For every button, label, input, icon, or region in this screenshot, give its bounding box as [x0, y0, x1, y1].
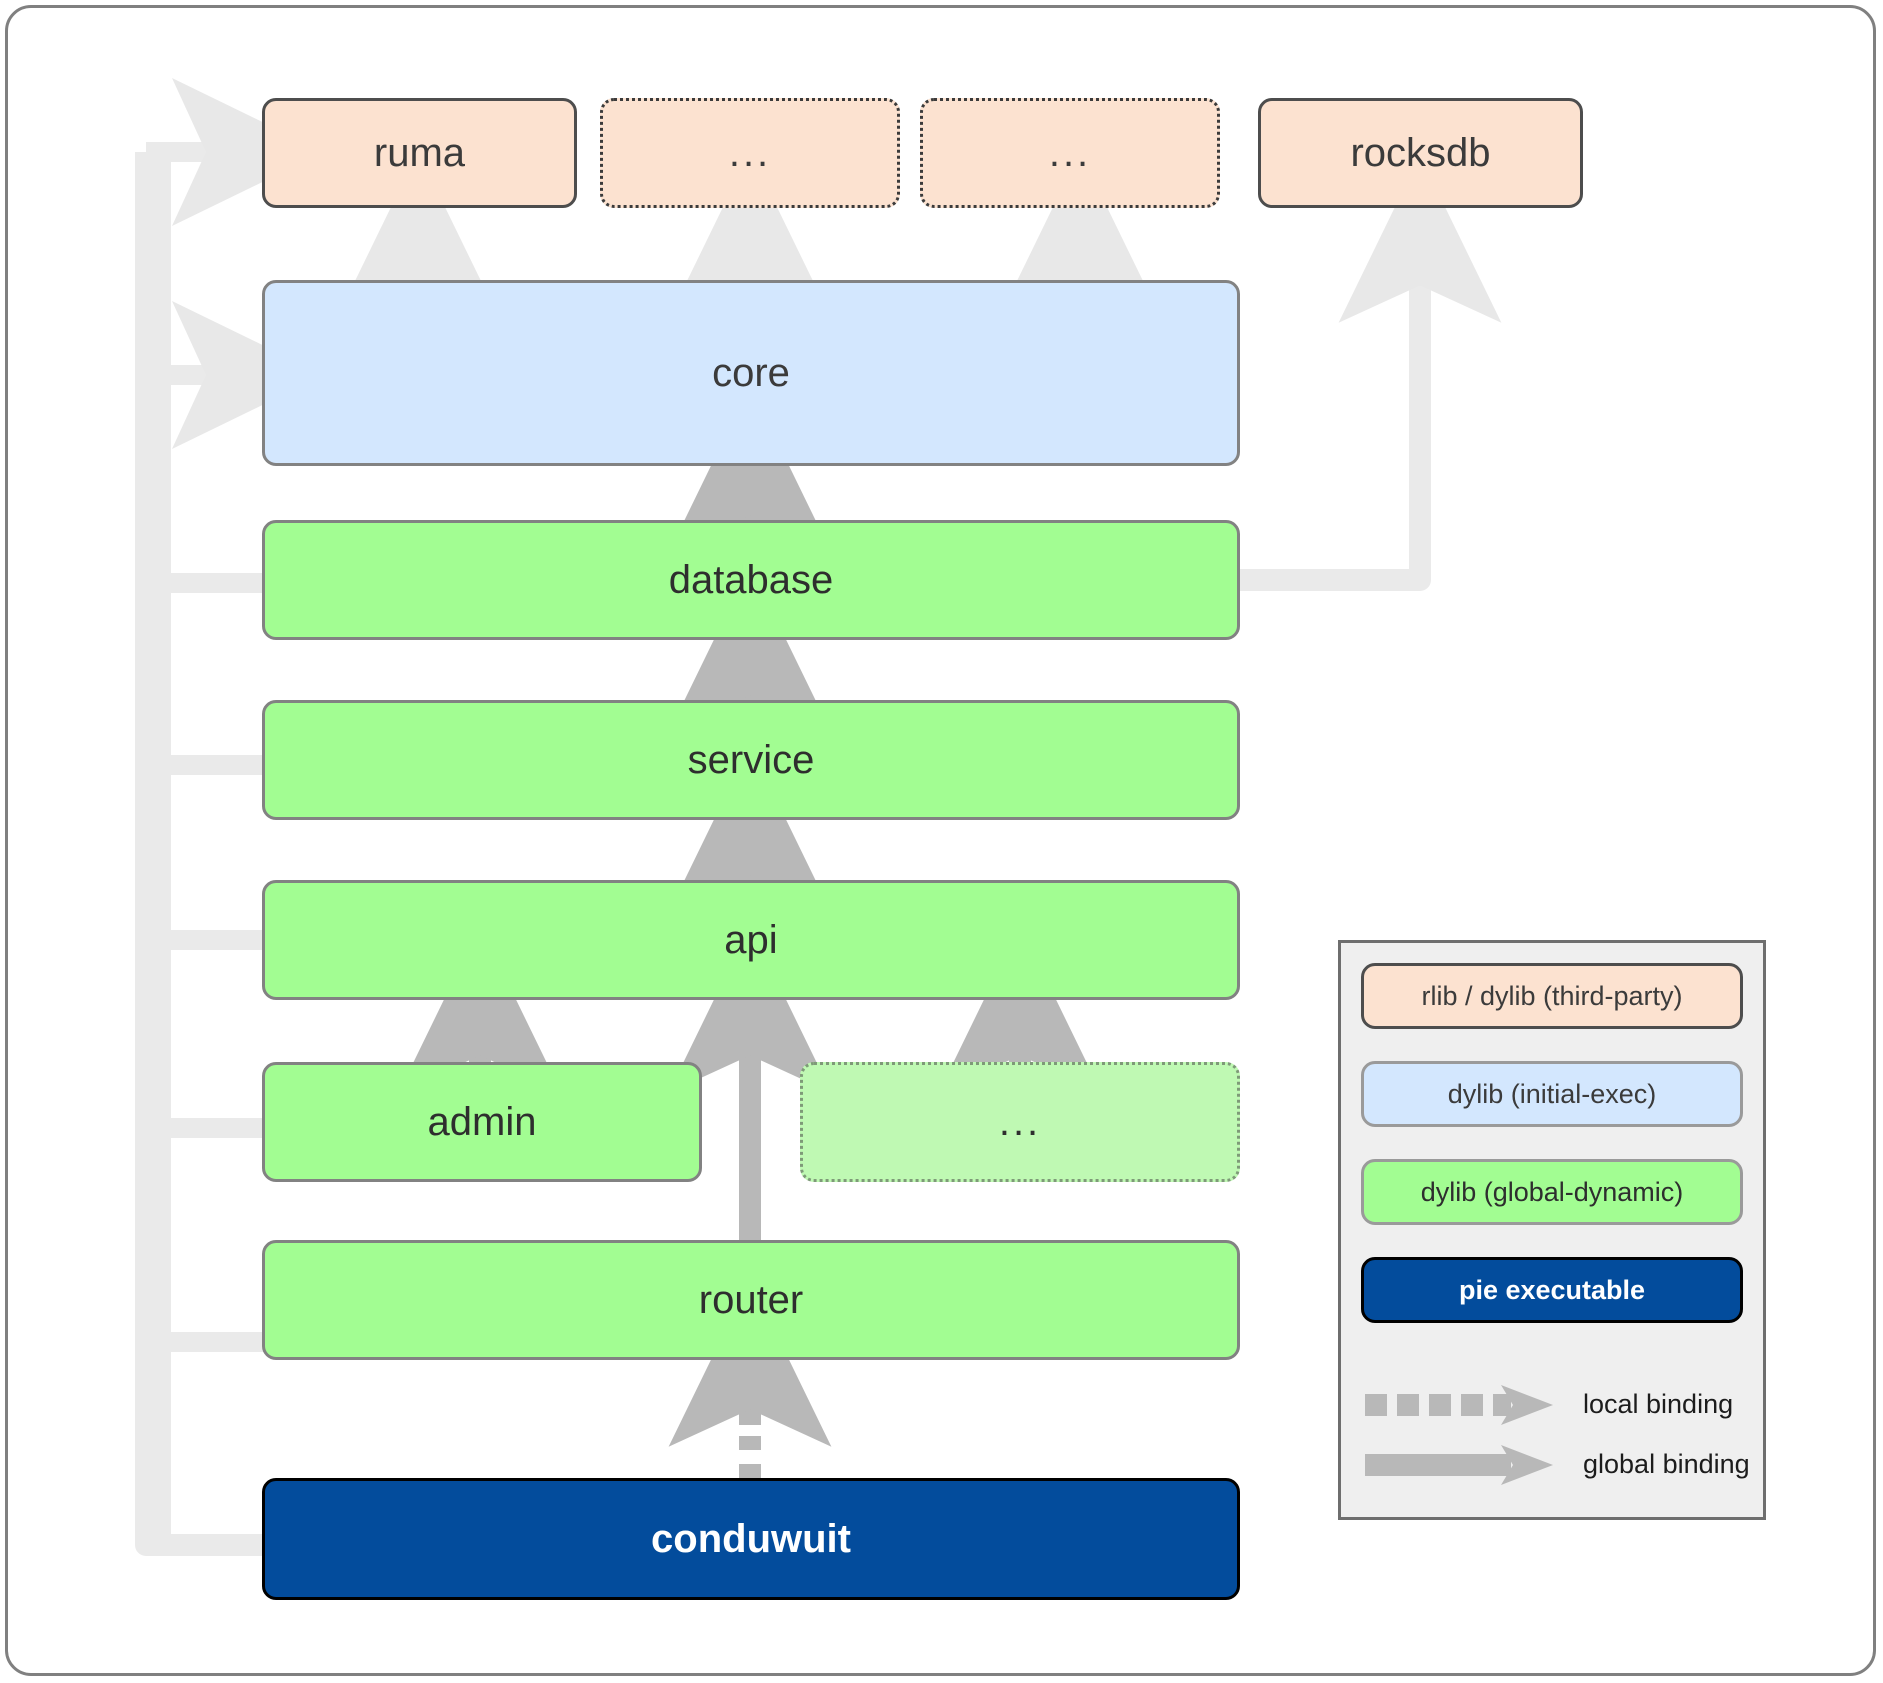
- node-database[interactable]: database: [262, 520, 1240, 640]
- node-thirdparty-ellipsis-1[interactable]: ...: [600, 98, 900, 208]
- legend-swatch-global-dynamic-label: dylib (global-dynamic): [1420, 1176, 1684, 1207]
- legend-row-global-binding: global binding: [1361, 1435, 1751, 1495]
- node-api-ellipsis[interactable]: ...: [800, 1062, 1240, 1182]
- local-binding-branches: [160, 573, 265, 1352]
- core-to-thirdparty-arrows: [336, 151, 1162, 319]
- legend-local-binding-label: local binding: [1583, 1389, 1734, 1419]
- node-service-label: service: [687, 738, 815, 782]
- node-service[interactable]: service: [262, 700, 1240, 820]
- legend-swatch-third-party-label: rlib / dylib (third-party): [1421, 980, 1683, 1011]
- local-binding-arrowheads: [146, 78, 324, 449]
- node-database-label: database: [668, 558, 834, 602]
- legend-swatch-global-dynamic: dylib (global-dynamic): [1361, 1159, 1743, 1225]
- node-api-label: api: [724, 918, 778, 962]
- node-router-label: router: [698, 1278, 804, 1322]
- arrow-database-to-rocksdb: [1240, 155, 1502, 591]
- node-conduwuit[interactable]: conduwuit: [262, 1478, 1240, 1600]
- node-thirdparty-ellipsis-2[interactable]: ...: [920, 98, 1220, 208]
- legend-swatch-initial-exec-label: dylib (initial-exec): [1447, 1078, 1657, 1109]
- node-api-ellipsis-label: ...: [998, 1100, 1042, 1144]
- legend-swatch-initial-exec: dylib (initial-exec): [1361, 1061, 1743, 1127]
- node-conduwuit-label: conduwuit: [651, 1517, 851, 1561]
- node-ruma[interactable]: ruma: [262, 98, 577, 208]
- global-binding-arrow-icon: [1365, 1445, 1553, 1485]
- node-admin-label: admin: [427, 1100, 537, 1144]
- node-core[interactable]: core: [262, 280, 1240, 466]
- node-thirdparty-ellipsis-2-label: ...: [1048, 131, 1092, 175]
- legend-panel: rlib / dylib (third-party) dylib (initia…: [1338, 940, 1766, 1520]
- legend-global-binding-label: global binding: [1583, 1449, 1750, 1479]
- node-rocksdb-label: rocksdb: [1350, 131, 1491, 175]
- node-ruma-label: ruma: [373, 131, 466, 175]
- node-thirdparty-ellipsis-1-label: ...: [728, 131, 772, 175]
- node-rocksdb[interactable]: rocksdb: [1258, 98, 1583, 208]
- legend-row-local-binding: local binding: [1361, 1375, 1751, 1435]
- legend-swatch-pie-executable-label: pie executable: [1458, 1274, 1646, 1305]
- legend-swatch-third-party: rlib / dylib (third-party): [1361, 963, 1743, 1029]
- node-core-label: core: [712, 351, 790, 395]
- legend-swatch-pie-executable: pie executable: [1361, 1257, 1743, 1323]
- global-binding-arrows: [398, 385, 1102, 1240]
- node-router[interactable]: router: [262, 1240, 1240, 1360]
- local-binding-arrow-icon: [1365, 1385, 1553, 1425]
- node-admin[interactable]: admin: [262, 1062, 702, 1182]
- node-api[interactable]: api: [262, 880, 1240, 1000]
